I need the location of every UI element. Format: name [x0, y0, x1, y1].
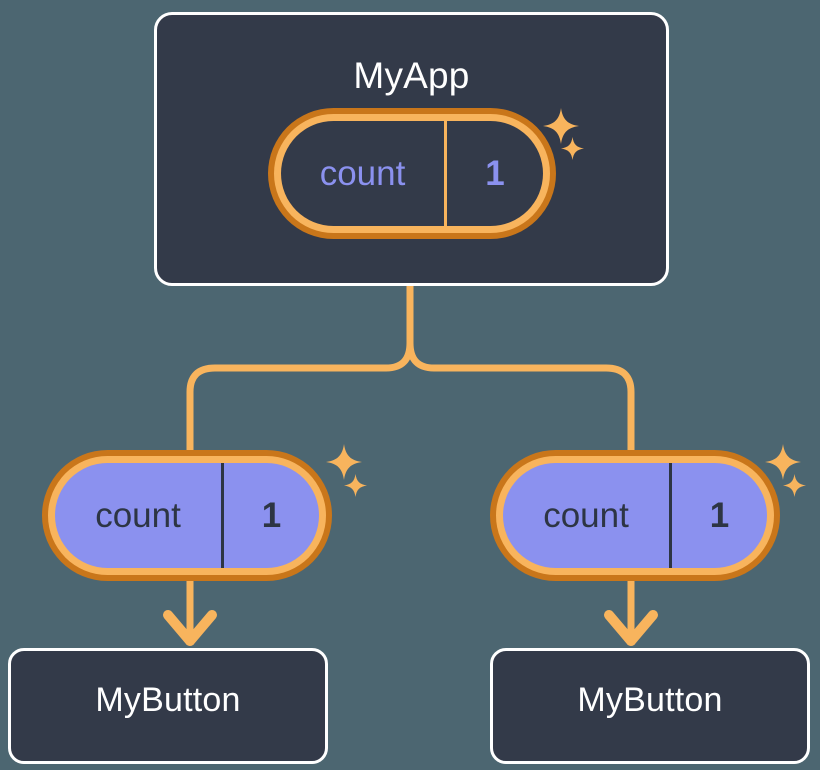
component-name-label: MyButton — [95, 681, 241, 719]
state-pill-body: count 1 — [503, 463, 767, 568]
state-key-label: count — [281, 121, 447, 226]
state-pill-body: count 1 — [55, 463, 319, 568]
sparkle-small-icon — [344, 474, 367, 497]
state-value-label: 1 — [261, 495, 282, 535]
state-flow-branch-right — [406, 339, 635, 454]
state-pill-child-left[interactable]: count 1 — [42, 450, 332, 581]
state-pill-body: count 1 — [281, 121, 543, 226]
state-pill-inner-ring: count 1 — [48, 456, 326, 575]
component-name-label: MyButton — [577, 681, 723, 719]
state-pill-inner-ring: count 1 — [496, 456, 774, 575]
state-value-label: 1 — [485, 153, 505, 193]
sparkle-small-icon — [783, 474, 806, 497]
component-card-mybutton-left[interactable]: MyButton — [8, 648, 328, 764]
state-pill-myapp[interactable]: count 1 — [268, 108, 556, 239]
state-flow-branch-left — [186, 339, 414, 454]
sparkle-large-icon — [765, 444, 801, 480]
state-key-label: count — [55, 463, 224, 568]
state-key-label: count — [503, 463, 672, 568]
state-to-button-arrow-left — [163, 581, 217, 646]
page-title: MyApp — [353, 55, 470, 96]
component-card-mybutton-right[interactable]: MyButton — [490, 648, 810, 764]
sparkle-large-icon — [326, 444, 362, 480]
state-pill-inner-ring: count 1 — [274, 114, 550, 233]
state-to-button-arrow-right — [604, 581, 658, 646]
state-value-label: 1 — [709, 495, 730, 535]
state-pill-child-right[interactable]: count 1 — [490, 450, 780, 581]
